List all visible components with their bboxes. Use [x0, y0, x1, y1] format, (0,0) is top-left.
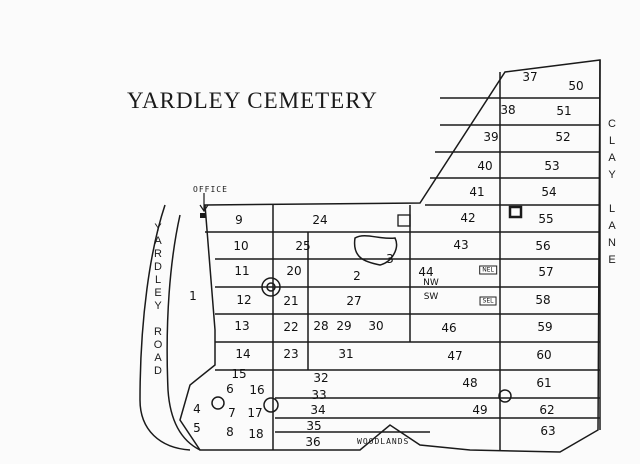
clay-lane-letter: A — [608, 220, 616, 232]
plot-42: 42 — [460, 211, 476, 225]
office-label: OFFICE — [193, 185, 228, 194]
block-tag-nel: NEL — [479, 265, 497, 275]
plot-27: 27 — [346, 294, 362, 308]
plot-48: 48 — [462, 376, 478, 390]
plot-63: 63 — [540, 424, 556, 438]
map-title: YARDLEY CEMETERY — [127, 88, 378, 113]
yardley-road-letter: Y — [154, 300, 162, 312]
plot-62: 62 — [539, 403, 555, 417]
yardley-road-letter: D — [154, 261, 162, 273]
plot-10: 10 — [233, 239, 249, 253]
plot-50: 50 — [568, 79, 584, 93]
plot-7: 7 — [228, 406, 236, 420]
plot-2: 2 — [353, 269, 361, 283]
plot-24: 24 — [312, 213, 328, 227]
block-tag-nw: NW — [423, 278, 439, 288]
yardley-road-letter: L — [154, 274, 162, 286]
plot-25: 25 — [295, 239, 311, 253]
plot-17: 17 — [247, 406, 263, 420]
plot-9: 9 — [235, 213, 243, 227]
clay-lane-letter: L — [608, 135, 616, 147]
plot-29: 29 — [336, 319, 352, 333]
plot-37: 37 — [522, 70, 538, 84]
yardley-road-letter: A — [154, 235, 162, 247]
plot-1: 1 — [189, 289, 197, 303]
plot-6: 6 — [226, 382, 234, 396]
yardley-road-letter: D — [154, 365, 162, 377]
plot-32: 32 — [313, 371, 329, 385]
plot-14: 14 — [235, 347, 251, 361]
yardley-road-letter: R — [154, 326, 162, 338]
plot-61: 61 — [536, 376, 552, 390]
plot-31: 31 — [338, 347, 354, 361]
plot-51: 51 — [556, 104, 572, 118]
clay-lane-letter: N — [608, 237, 616, 249]
plot-16: 16 — [249, 383, 265, 397]
woodlands-label: WOODLANDS — [357, 437, 410, 446]
plot-57: 57 — [538, 265, 554, 279]
plot-40: 40 — [477, 159, 493, 173]
yardley-road-letter: A — [154, 352, 162, 364]
plot-56: 56 — [535, 239, 551, 253]
plot-36: 36 — [305, 435, 321, 449]
plot-22: 22 — [283, 320, 299, 334]
yardley-road-letter: O — [153, 339, 163, 351]
plot-35: 35 — [306, 419, 322, 433]
plot-20: 20 — [286, 264, 302, 278]
plot-41: 41 — [469, 185, 485, 199]
plot-43: 43 — [453, 238, 469, 252]
yardley-road-letter: E — [154, 287, 162, 299]
plot-54: 54 — [541, 185, 557, 199]
clay-lane-letter: L — [608, 203, 616, 215]
plot-12: 12 — [236, 293, 252, 307]
clay-lane-letter: A — [608, 152, 616, 164]
plot-55: 55 — [538, 212, 554, 226]
plot-34: 34 — [310, 403, 326, 417]
yardley-road-edge — [139, 204, 191, 451]
plot-21: 21 — [283, 294, 299, 308]
yardley-road-letter: Y — [154, 222, 162, 234]
plot-18: 18 — [248, 427, 264, 441]
plot-60: 60 — [536, 348, 552, 362]
plot-33: 33 — [311, 388, 327, 402]
plot-4: 4 — [193, 402, 201, 416]
clay-lane-letter: E — [608, 254, 616, 266]
plot-15: 15 — [231, 367, 247, 381]
plot-49: 49 — [472, 403, 488, 417]
plot-3: 3 — [386, 252, 394, 266]
block-tag-sel: SEL — [479, 296, 497, 306]
plot-11: 11 — [234, 264, 250, 278]
plot-53: 53 — [544, 159, 560, 173]
plot-5: 5 — [193, 421, 201, 435]
plot-59: 59 — [537, 320, 553, 334]
plot-30: 30 — [368, 319, 384, 333]
plot-23: 23 — [283, 347, 299, 361]
yardley-road-letter: R — [154, 248, 162, 260]
plot-28: 28 — [313, 319, 329, 333]
plot-47: 47 — [447, 349, 463, 363]
plot-44: 44 — [418, 265, 434, 279]
yardley-road-inner — [166, 214, 201, 451]
clay-lane-letter: C — [608, 118, 616, 130]
plot-8: 8 — [226, 425, 234, 439]
plot-52: 52 — [555, 130, 571, 144]
plot-46: 46 — [441, 321, 457, 335]
plot-39: 39 — [483, 130, 499, 144]
plot-13: 13 — [234, 319, 250, 333]
block-tag-sw: SW — [423, 292, 439, 302]
cemetery-boundary — [179, 59, 601, 453]
plot-58: 58 — [535, 293, 551, 307]
clay-lane-letter: Y — [608, 169, 616, 181]
plot-38: 38 — [500, 103, 516, 117]
